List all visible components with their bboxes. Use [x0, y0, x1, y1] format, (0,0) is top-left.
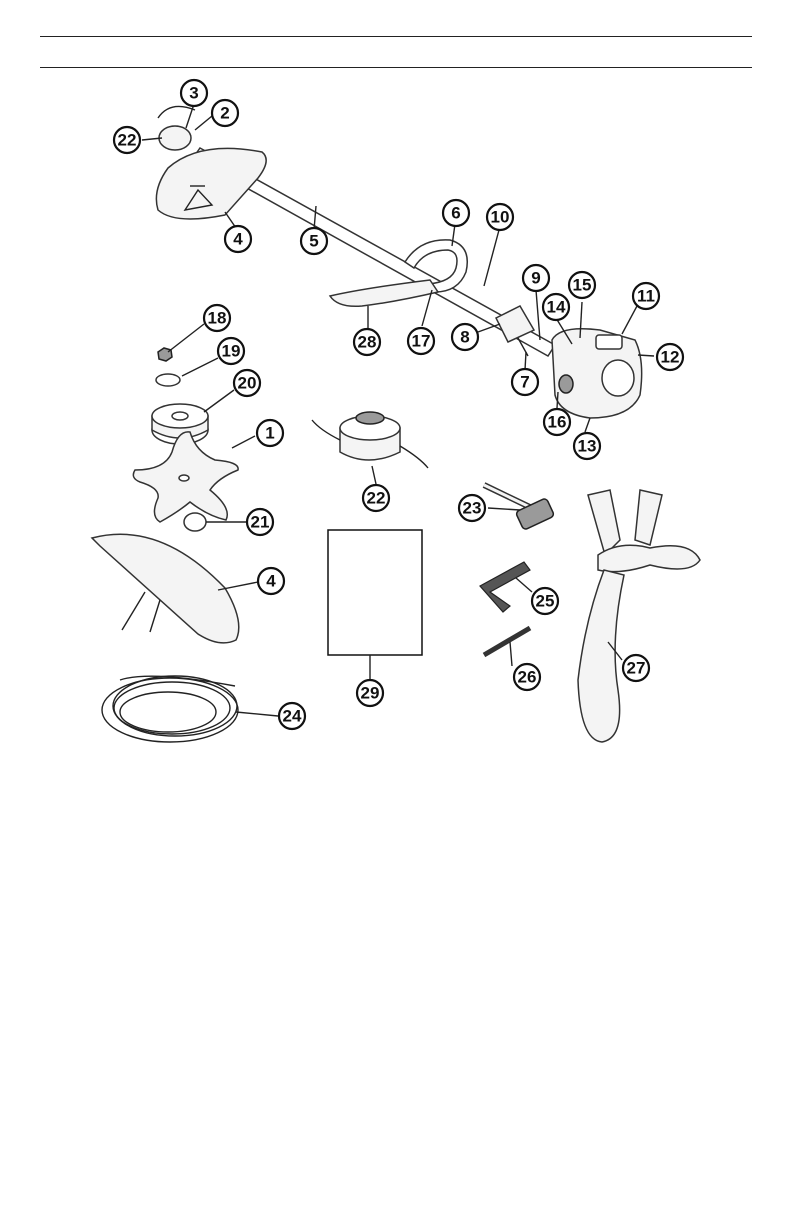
callout-label: 23 [463, 499, 482, 518]
trimmer-assembly [156, 106, 641, 418]
callout-4-blade-guard: 4 [258, 568, 284, 594]
callout-10: 10 [487, 204, 513, 230]
callout-22-loose-head: 22 [363, 485, 389, 511]
callout-label: 11 [637, 287, 655, 306]
callout-18: 18 [204, 305, 230, 331]
callout-label: 13 [578, 437, 597, 456]
callout-12: 12 [657, 344, 683, 370]
callout-17: 17 [408, 328, 434, 354]
callout-13: 13 [574, 433, 600, 459]
callout-label: 15 [573, 276, 592, 295]
callout-label: 21 [251, 513, 270, 532]
callout-label: 9 [531, 269, 540, 288]
callout-label: 10 [491, 208, 510, 227]
callout-label: 4 [266, 572, 276, 591]
blade-center-hole [179, 475, 189, 481]
callout-label: 14 [547, 298, 566, 317]
callout-label: 8 [460, 328, 469, 347]
callout-16: 16 [544, 409, 570, 435]
callout-label: 5 [309, 232, 318, 251]
starter-cover [602, 360, 634, 396]
callout-label: 20 [238, 374, 257, 393]
hex-key-drawing [480, 562, 530, 612]
callout-label: 28 [358, 333, 377, 352]
callout-8: 8 [452, 324, 478, 350]
operators-manual-drawing [328, 530, 422, 655]
callout-3: 3 [181, 80, 207, 106]
callout-label: 26 [518, 668, 537, 687]
callout-label: 16 [548, 413, 567, 432]
callout-22-head: 22 [114, 127, 140, 153]
primer-bulb [559, 375, 573, 393]
callout-11: 11 [633, 283, 659, 309]
callout-6: 6 [443, 200, 469, 226]
callout-15: 15 [569, 272, 595, 298]
washer-drawing [156, 374, 180, 386]
callout-28: 28 [354, 329, 380, 355]
callout-label: 18 [208, 309, 227, 328]
callout-5: 5 [301, 228, 327, 254]
callout-27: 27 [623, 655, 649, 681]
callout-label: 29 [361, 684, 380, 703]
blade-guard-bracket-2 [150, 600, 160, 632]
callout-21: 21 [247, 509, 273, 535]
callout-label: 2 [220, 104, 229, 123]
blade-guard-drawing [92, 534, 239, 643]
callout-label: 22 [367, 489, 386, 508]
trimmer-head-drawing [159, 126, 191, 150]
trimmer-line-coil-drawing [102, 676, 238, 742]
callout-label: 1 [265, 424, 274, 443]
fuel-cap [596, 335, 622, 349]
callout-1: 1 [257, 420, 283, 446]
callout-label: 24 [283, 707, 302, 726]
callout-4-guard: 4 [225, 226, 251, 252]
callout-23: 23 [459, 495, 485, 521]
callout-26: 26 [514, 664, 540, 690]
harness-drawing [578, 490, 700, 742]
callout-2: 2 [212, 100, 238, 126]
retainer-drawing [184, 513, 206, 531]
wrench-drawing [484, 485, 555, 530]
callout-25: 25 [532, 588, 558, 614]
blade-guard-bracket [122, 592, 145, 630]
callout-9: 9 [523, 265, 549, 291]
callout-label: 19 [222, 342, 241, 361]
callout-7: 7 [512, 369, 538, 395]
callout-19: 19 [218, 338, 244, 364]
callout-label: 27 [627, 659, 646, 678]
callout-14: 14 [543, 294, 569, 320]
callout-label: 3 [189, 84, 198, 103]
callout-label: 6 [451, 204, 460, 223]
trimmer-head-loose-drawing [312, 412, 428, 468]
callout-24: 24 [279, 703, 305, 729]
callout-29: 29 [357, 680, 383, 706]
callout-label: 12 [661, 348, 680, 367]
callout-label: 17 [412, 332, 431, 351]
locking-rod-drawing [484, 628, 530, 655]
callout-label: 22 [118, 131, 137, 150]
guard-drawing [156, 148, 266, 219]
callout-label: 7 [520, 373, 529, 392]
callout-label: 4 [233, 230, 243, 249]
callout-label: 25 [536, 592, 555, 611]
handle-support-drawing [330, 280, 438, 306]
callout-20: 20 [234, 370, 260, 396]
